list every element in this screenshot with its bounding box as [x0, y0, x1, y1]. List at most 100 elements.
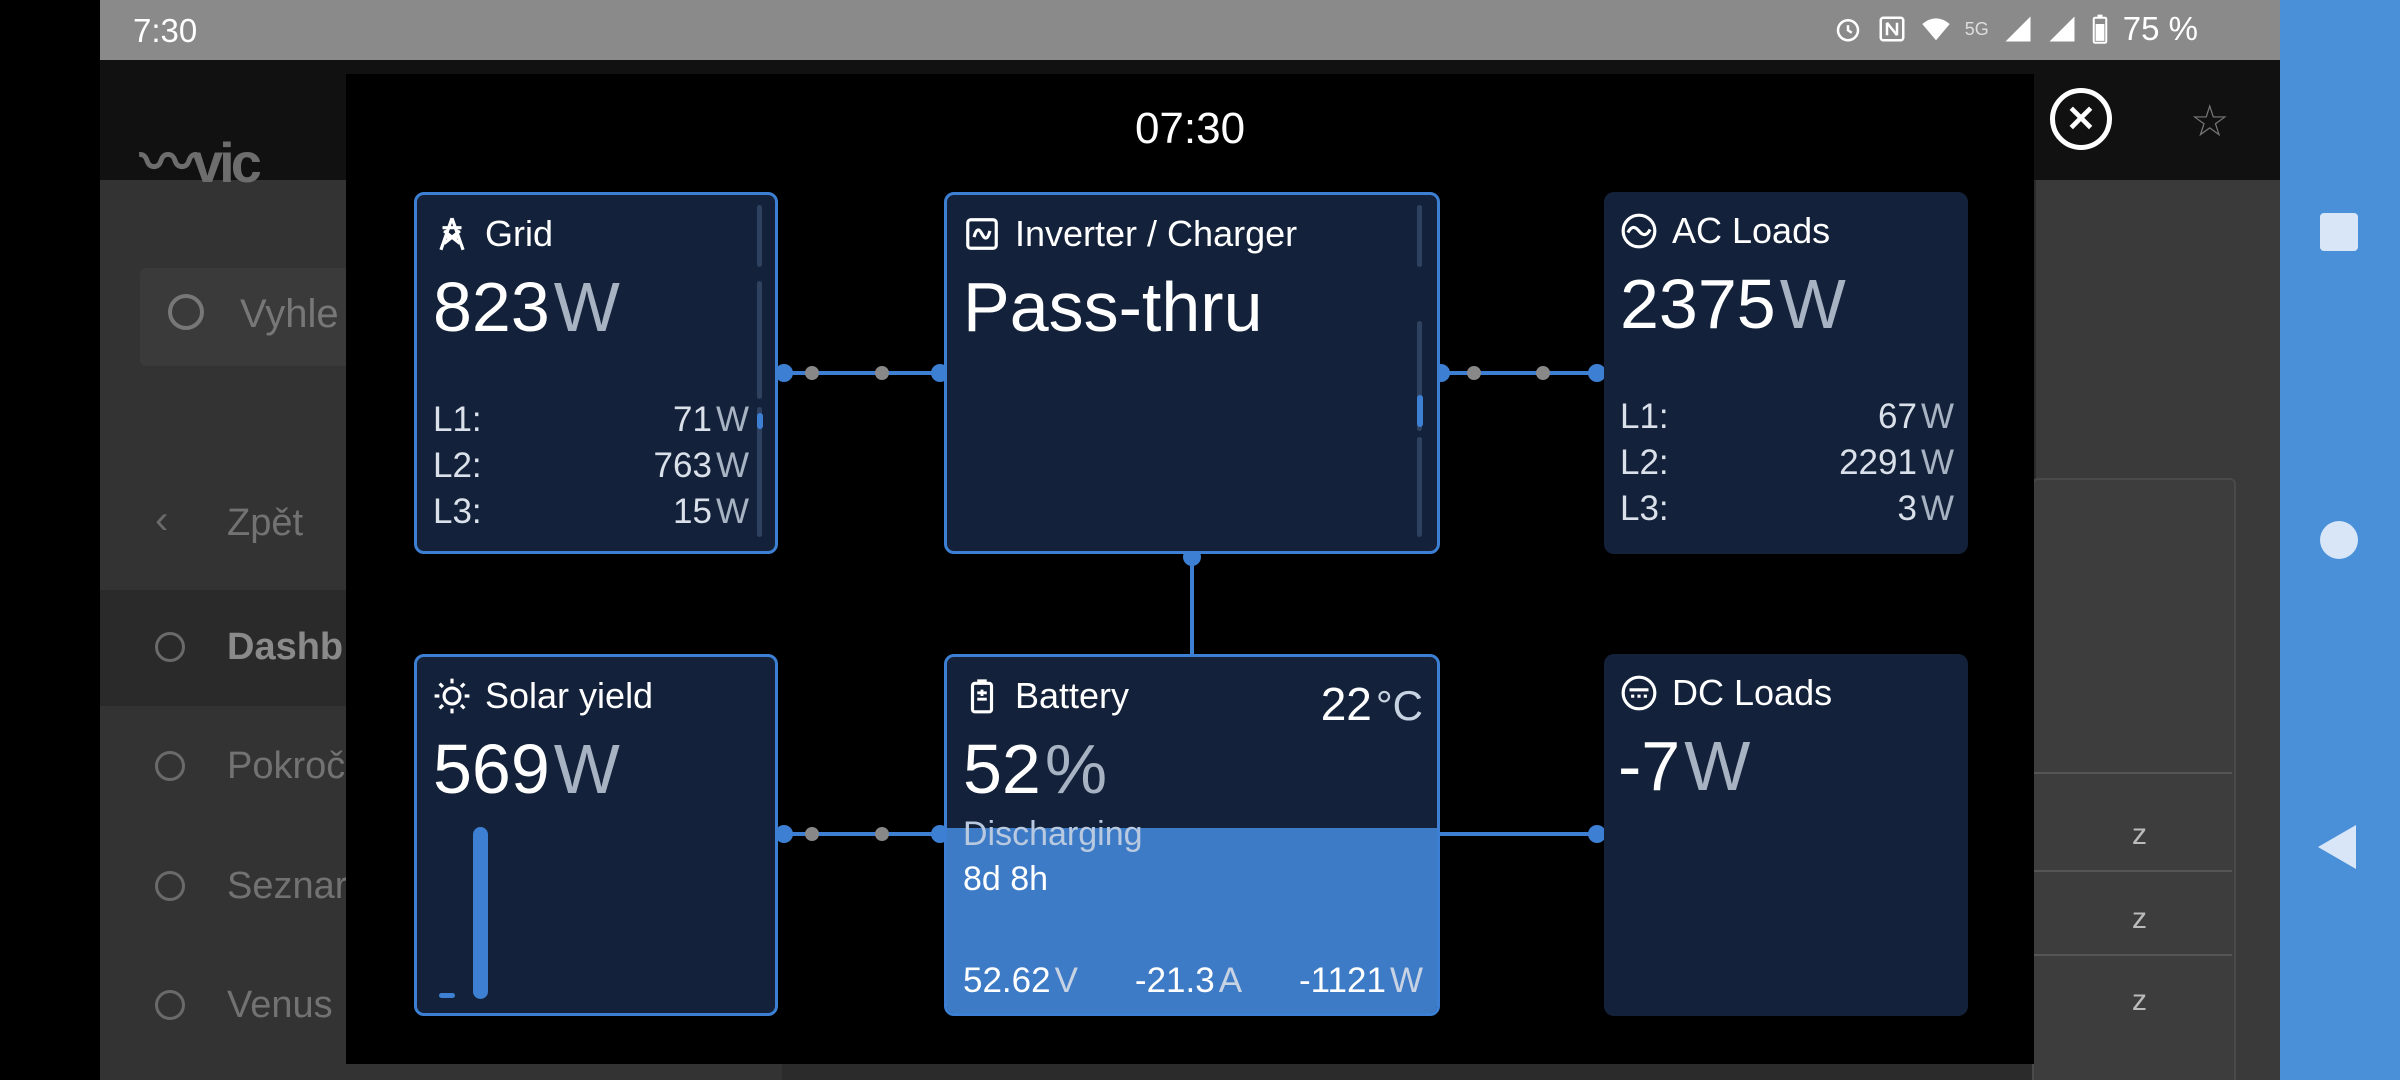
flow-dot	[1536, 366, 1550, 380]
inverter-card[interactable]: Inverter / Charger Pass-thru	[944, 192, 1440, 554]
bg-menu-venus: Venus	[100, 984, 540, 1027]
battery-icon	[2092, 14, 2108, 44]
ac-loads-power: 2375W	[1620, 264, 1846, 344]
ac-loads-title: AC Loads	[1672, 210, 1831, 251]
unit: W	[1920, 443, 1954, 482]
phase-value: 2291	[1839, 443, 1917, 482]
bg-menu-advanced: Pokroč	[100, 745, 540, 788]
bg-menu-back: ‹ Zpět	[155, 498, 304, 544]
flow-dot	[875, 827, 889, 841]
divider	[2032, 954, 2232, 956]
current-value: -21.3	[1134, 961, 1215, 1000]
star-icon: ☆	[2190, 97, 2230, 146]
bg-right-row: z	[2132, 902, 2147, 935]
overlay-clock: 07:30	[1134, 104, 1246, 153]
search-icon	[168, 294, 204, 330]
dc-loads-value: -7	[1618, 727, 1681, 805]
divider	[2032, 772, 2232, 774]
phase-label: L2:	[1620, 443, 1669, 482]
battery-percent: 75 %	[2122, 10, 2198, 47]
back-button[interactable]	[2318, 825, 2356, 869]
battery-soc: 52%	[963, 729, 1107, 809]
solar-bar-small	[439, 993, 455, 998]
battery-status: Discharging	[963, 815, 1143, 853]
solar-title: Solar yield	[485, 675, 654, 716]
bg-menu-list: Seznar	[100, 865, 540, 908]
inverter-bar-track	[1417, 321, 1422, 431]
nfc-icon	[1879, 16, 1905, 42]
status-bar: 7:30 5G 75 %	[100, 0, 2280, 60]
inverter-icon	[966, 218, 998, 250]
dc-loads-power: -7W	[1618, 726, 1750, 806]
battery-card[interactable]: Battery 22°C 52% Discharging 8d 8h 52.62…	[944, 654, 1440, 1016]
connector-solar-battery	[783, 832, 948, 836]
battery-soc-fill	[947, 828, 1437, 1013]
connector-dot	[775, 364, 793, 382]
grid-power: 823W	[433, 267, 620, 347]
bg-right-row: z	[2132, 984, 2147, 1017]
grid-bar-track	[757, 205, 762, 267]
grid-power-value: 823	[433, 268, 550, 346]
unit: W	[1920, 489, 1954, 528]
signal-icon	[2005, 16, 2031, 42]
unit: %	[1044, 730, 1108, 808]
phase-value: 15	[673, 492, 712, 531]
battery-temperature: 22°C	[1321, 677, 1423, 731]
dc-loads-card[interactable]: DC Loads -7W	[1604, 654, 1968, 1016]
sun-icon	[434, 678, 470, 714]
phase-value: 763	[653, 446, 712, 485]
unit: W	[553, 730, 620, 808]
phase-value: 3	[1897, 489, 1917, 528]
wifi-icon	[1922, 18, 1950, 41]
alarm-icon	[1836, 19, 1860, 42]
unit: W	[1779, 265, 1846, 343]
flow-dot	[805, 827, 819, 841]
divider	[2032, 870, 2232, 872]
phase-label: L1:	[1620, 397, 1669, 436]
unit: °C	[1375, 682, 1423, 729]
dc-loads-title: DC Loads	[1672, 672, 1833, 713]
solar-power: 569W	[433, 729, 620, 809]
soc-value: 52	[963, 730, 1041, 808]
home-button[interactable]	[2320, 521, 2358, 559]
unit: W	[553, 268, 620, 346]
unit: W	[715, 400, 749, 439]
battery-icon	[970, 679, 994, 714]
solar-value: 569	[433, 730, 550, 808]
gauge-icon	[155, 632, 185, 662]
ac-wave-icon	[1621, 213, 1657, 249]
phase-label: L1:	[433, 400, 482, 439]
inverter-bar-level	[1417, 395, 1423, 427]
solar-card[interactable]: Solar yield 569W	[414, 654, 778, 1016]
recents-button[interactable]	[2320, 213, 2358, 251]
network-label: 5G	[1964, 18, 1989, 39]
phase-label: L3:	[1620, 489, 1669, 528]
unit: V	[1054, 961, 1078, 1000]
inverter-title: Inverter / Charger	[1015, 213, 1298, 254]
flow-dot	[805, 366, 819, 380]
chevron-left-icon: ‹	[155, 498, 169, 542]
nodes-icon	[155, 751, 185, 781]
bg-right-row: z	[2132, 818, 2147, 851]
map-pin-icon	[155, 871, 185, 901]
flow-dot	[875, 366, 889, 380]
connector-grid-inverter	[783, 371, 948, 375]
inverter-state: Pass-thru	[963, 268, 1263, 346]
unit: W	[1389, 961, 1423, 1000]
close-button[interactable]: ✕	[2050, 88, 2112, 150]
unit: W	[715, 492, 749, 531]
tree-icon	[155, 990, 185, 1020]
phase-label: L3:	[433, 492, 482, 531]
